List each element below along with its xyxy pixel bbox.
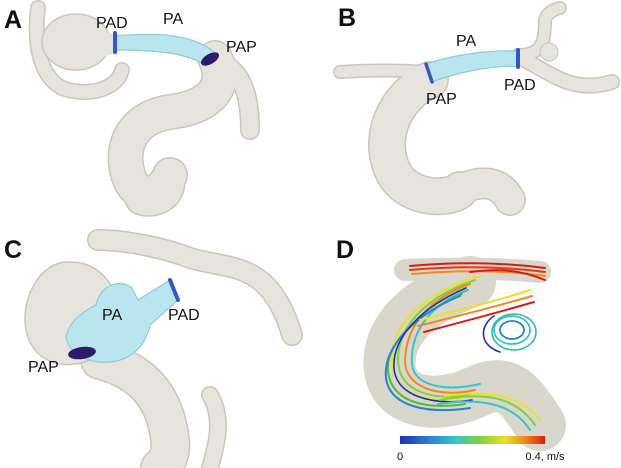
panel-c-label-pa: PA [102, 307, 122, 324]
panel-a-pa-segment [113, 33, 215, 67]
panel-a-vessel [28, 0, 260, 217]
panel-a-label-pa: PA [163, 11, 183, 28]
panel-c: C PA PAD PAP [4, 229, 303, 468]
panel-b-label-pa: PA [456, 33, 476, 50]
colorbar: 0 0.4, m/s [397, 436, 565, 463]
panel-a-label-pap: PAP [226, 39, 257, 56]
panel-b-vessel [333, 1, 620, 216]
panel-c-letter: C [4, 236, 22, 264]
colorbar-gradient [400, 436, 545, 444]
colorbar-max-label: 0.4, m/s [525, 451, 565, 463]
panel-b: B PA PAP PAD [333, 1, 620, 216]
panel-c-label-pap: PAP [28, 359, 59, 376]
panel-b-label-pap: PAP [426, 91, 457, 108]
panel-d-letter: D [336, 236, 354, 264]
panel-a-letter: A [4, 6, 22, 34]
panel-a: A PAD PA PAP [4, 0, 260, 217]
panel-d-streamlines [384, 262, 546, 431]
panel-d: D 0 0.4, m/s [336, 236, 566, 463]
panel-c-pad-ring [168, 278, 180, 302]
panel-c-pap-ring [68, 346, 96, 360]
panel-a-label-pad: PAD [96, 15, 128, 32]
panel-c-vessel [80, 229, 303, 468]
panel-a-pap-ring [200, 52, 220, 66]
panel-b-letter: B [338, 4, 356, 32]
colorbar-min-label: 0 [397, 451, 403, 463]
panel-c-label-pad: PAD [168, 307, 200, 324]
panel-c-pa-segment [65, 279, 179, 363]
panel-b-label-pad: PAD [504, 77, 536, 94]
panel-b-pap-ring [424, 62, 434, 84]
